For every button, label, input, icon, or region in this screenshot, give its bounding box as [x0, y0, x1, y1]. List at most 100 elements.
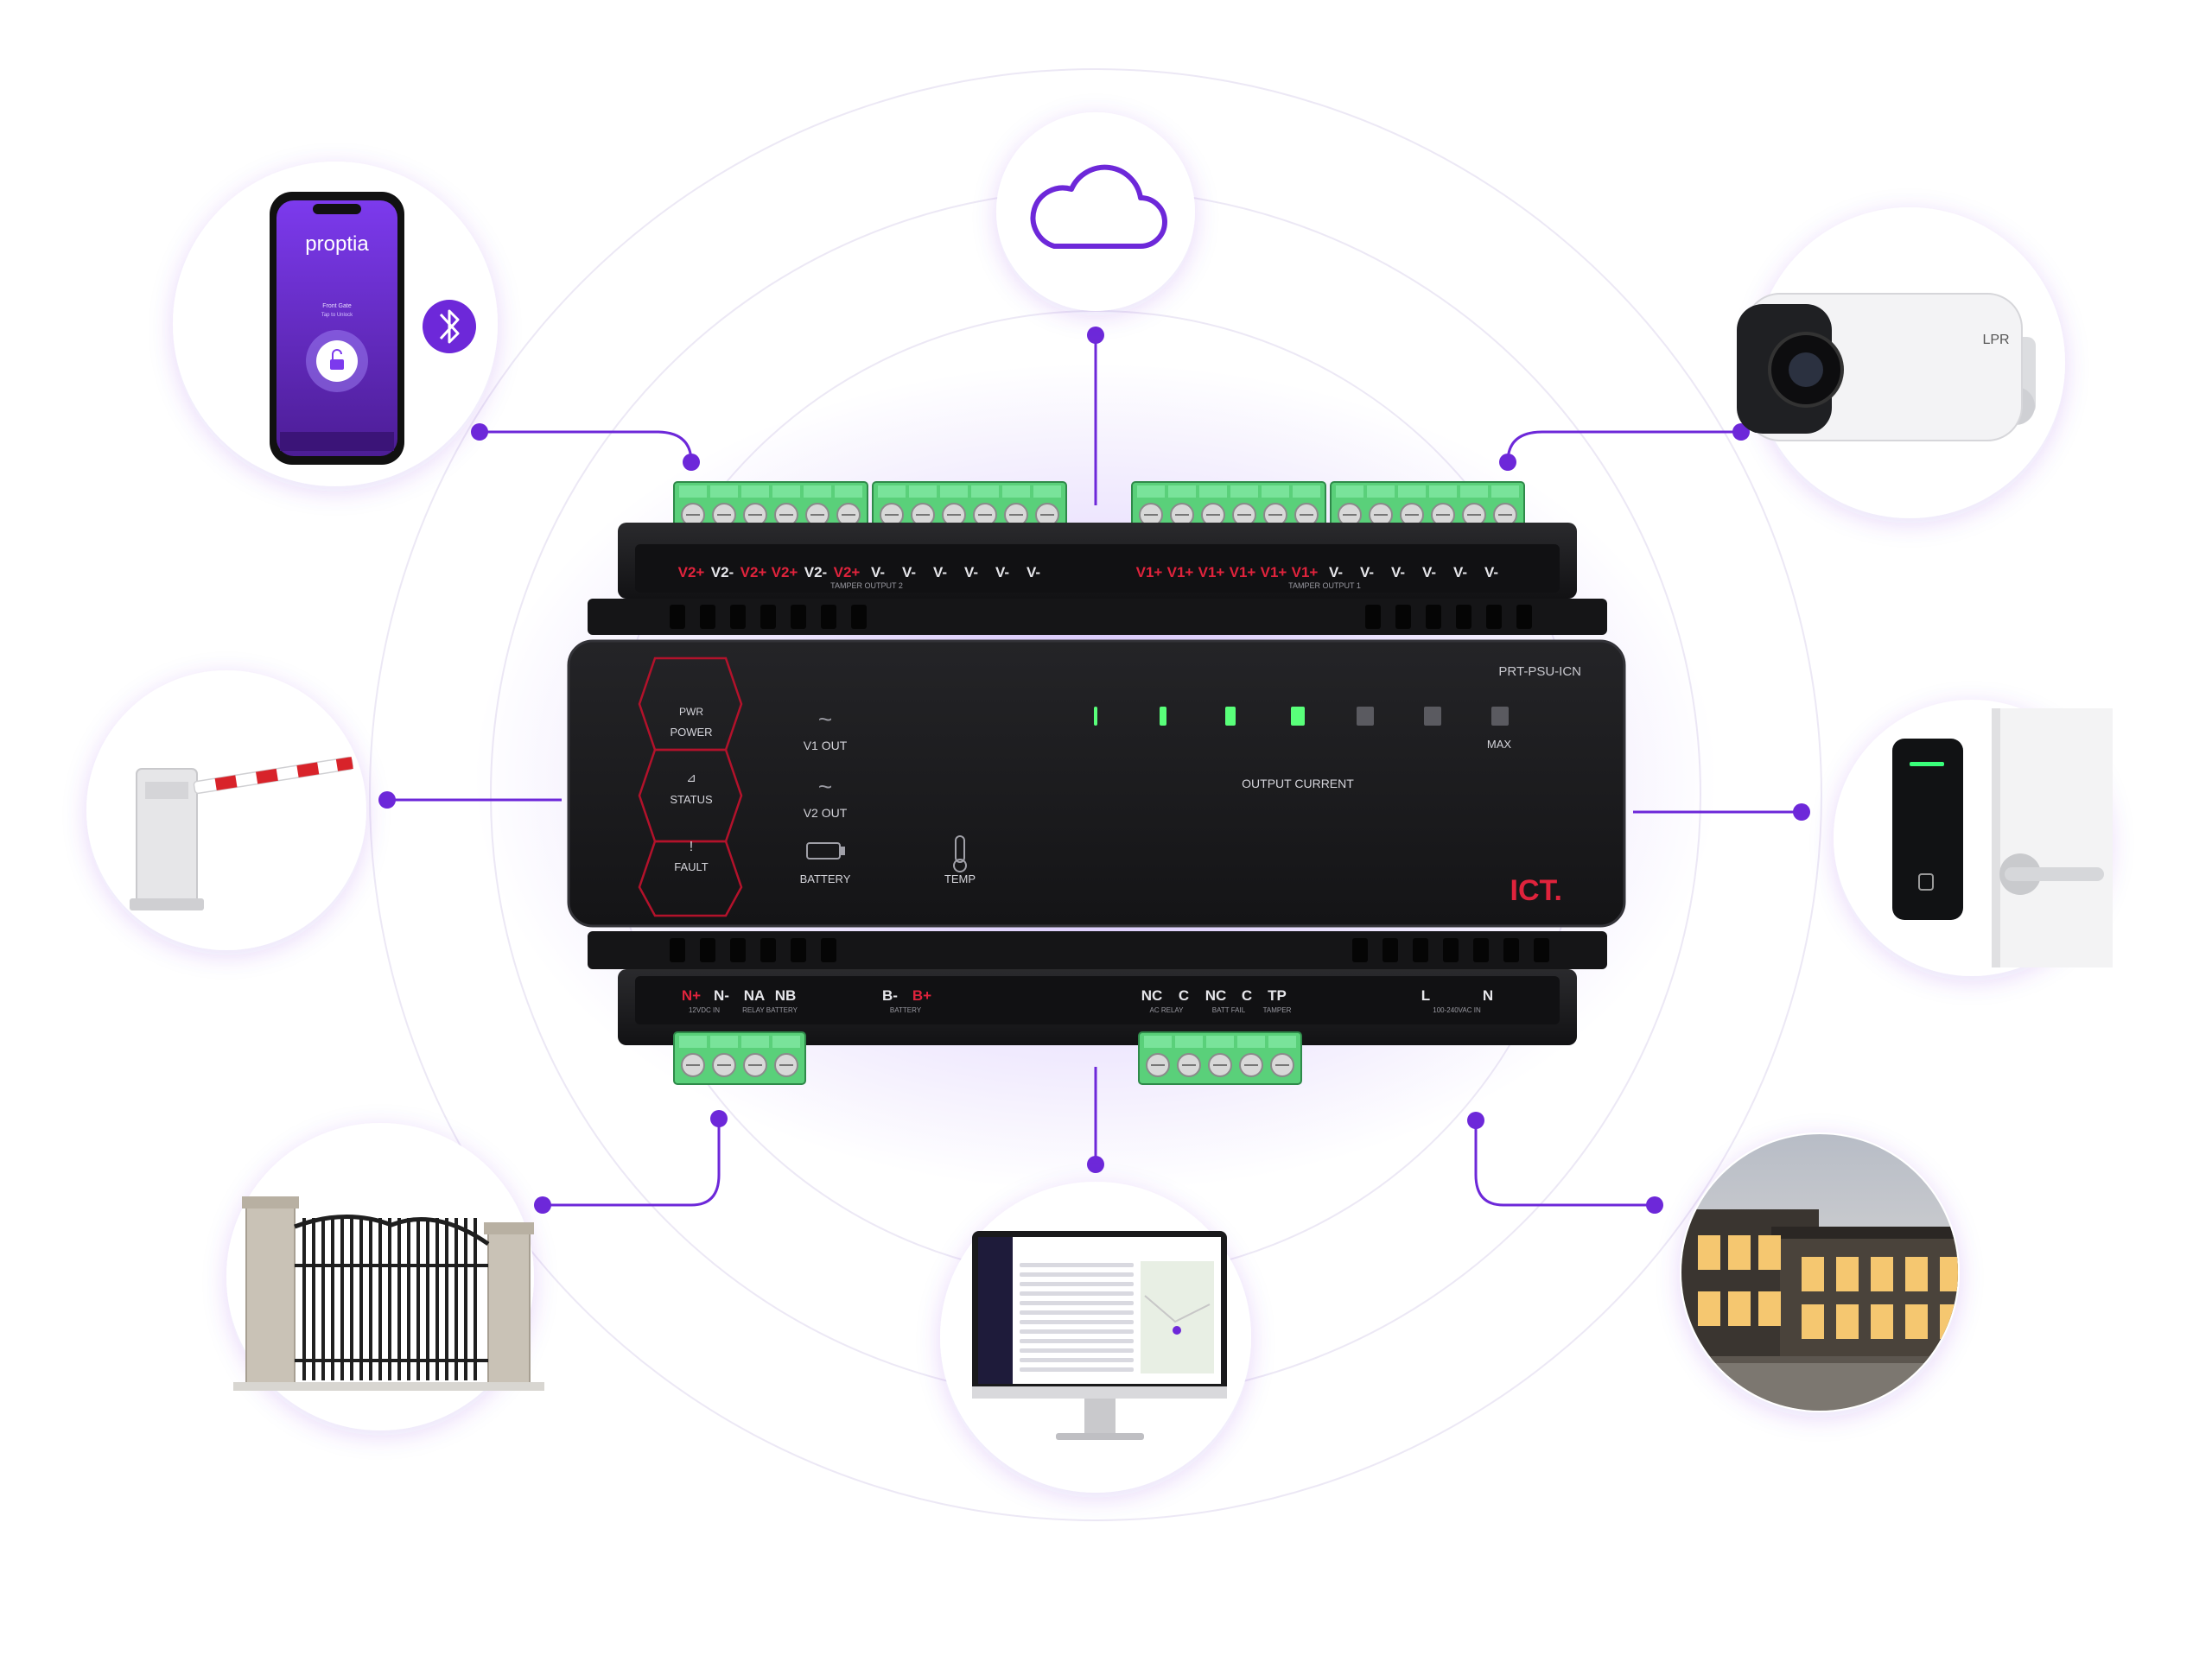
terminal-top-right-0: V1+ [1136, 564, 1163, 580]
smartphone-app-icon: proptia Front Gate Tap to Unlock [270, 192, 404, 465]
caption-ac-relay: AC RELAY [1150, 1006, 1185, 1014]
terminal-top-right-2: V1+ [1198, 564, 1225, 580]
boom-barrier-icon [130, 756, 353, 910]
current-led-1 [1094, 707, 1097, 726]
bottom-terminal-blocks [673, 1031, 1302, 1085]
terminal-c-2: C [1242, 987, 1252, 1004]
terminal-top-right-5: V1+ [1292, 564, 1319, 580]
current-led-5 [1357, 707, 1374, 726]
power-label: POWER [670, 726, 712, 739]
terminal-top-right-4: V1+ [1261, 564, 1287, 580]
battery-label: BATTERY [800, 872, 851, 885]
building-icon [1681, 1134, 1958, 1411]
caption-tamper: TAMPER [1263, 1006, 1292, 1014]
tamper-output-1-caption: TAMPER OUTPUT 1 [1288, 581, 1361, 590]
terminal-top-right-11: V- [1484, 564, 1498, 580]
caption-batt-fail: BATT FAIL [1212, 1006, 1246, 1014]
terminal-top-left-3: V2+ [772, 564, 798, 580]
terminal-n-minus: N- [714, 987, 729, 1004]
phone-door-hint: Tap to Unlock [321, 313, 353, 318]
terminal-nc-1: NC [1141, 987, 1163, 1004]
terminal-block-v2-minus [872, 481, 1067, 535]
v2-out-label: V2 OUT [804, 806, 848, 820]
tamper-output-2-caption: TAMPER OUTPUT 2 [830, 581, 903, 590]
caption-battery: BATTERY [890, 1006, 922, 1014]
terminal-top-left-9: V- [964, 564, 978, 580]
current-led-4 [1291, 707, 1305, 726]
hex-indicator-column [638, 657, 743, 917]
terminal-block-v1-minus [1330, 481, 1525, 535]
temp-label: TEMP [944, 872, 976, 885]
pwr-led-label: PWR [679, 706, 703, 718]
fault-icon: ! [690, 840, 693, 854]
terminal-top-left-10: V- [995, 564, 1009, 580]
bottom-vents [670, 938, 1549, 962]
terminal-n: N [1483, 987, 1493, 1004]
terminal-top-right-6: V- [1329, 564, 1343, 580]
current-led-2 [1160, 707, 1166, 726]
terminal-block-aux [673, 1031, 806, 1085]
current-led-7 [1491, 707, 1509, 726]
bottom-terminal-labels: N+ N- NA NB B- B+ NC C NC C TP L N [682, 987, 1493, 1004]
bottom-terminal-captions: 12VDC IN RELAY BATTERY BATTERY AC RELAY … [689, 1006, 1481, 1014]
terminal-top-left-6: V- [871, 564, 885, 580]
v2-out-icon: ~ [818, 773, 832, 800]
terminal-n-plus: N+ [682, 987, 701, 1004]
terminal-na: NA [744, 987, 766, 1004]
terminal-c-1: C [1179, 987, 1189, 1004]
terminal-tp: TP [1268, 987, 1287, 1004]
battery-icon [806, 842, 845, 860]
connector-dots [378, 327, 1810, 1214]
caption-relay-battery: RELAY BATTERY [742, 1006, 798, 1014]
terminal-top-right-9: V- [1422, 564, 1436, 580]
terminal-top-left-4: V2- [804, 564, 827, 580]
fault-label: FAULT [674, 860, 709, 873]
terminal-top-right-1: V1+ [1167, 564, 1194, 580]
node-cloud [996, 112, 1195, 311]
terminal-l: L [1421, 987, 1430, 1004]
terminal-top-left-5: V2+ [834, 564, 861, 580]
max-label: MAX [1487, 738, 1512, 751]
terminal-b-minus: B- [882, 987, 898, 1004]
caption-12vdc-in: 12VDC IN [689, 1006, 720, 1014]
lpr-camera-icon: LPR [1737, 293, 2036, 441]
status-icon: ⊿ [686, 771, 696, 784]
node-barrier [86, 670, 366, 950]
terminal-top-right-10: V- [1453, 564, 1467, 580]
top-vents [670, 605, 1532, 629]
terminal-top-right-8: V- [1391, 564, 1405, 580]
thermometer-icon [953, 835, 967, 872]
current-led-3 [1225, 707, 1236, 726]
v1-out-label: V1 OUT [804, 739, 848, 752]
bluetooth-icon [423, 300, 476, 353]
terminal-nb: NB [775, 987, 797, 1004]
phone-app-name: proptia [305, 232, 369, 256]
terminal-top-left-7: V- [902, 564, 916, 580]
cloud-icon [1030, 164, 1167, 249]
terminal-top-left-2: V2+ [741, 564, 767, 580]
terminal-block-v2-plus [673, 481, 868, 535]
terminal-block-relay [1138, 1031, 1302, 1085]
output-current-label: OUTPUT CURRENT [1242, 777, 1354, 790]
terminal-top-right-7: V- [1360, 564, 1374, 580]
power-supply-device: V2+V2-V2+V2+V2-V2+V-V-V-V-V-V-V1+V1+V1+V… [567, 481, 1626, 1085]
brand-logo: ICT. [1510, 874, 1562, 907]
terminal-nc-2: NC [1205, 987, 1227, 1004]
terminal-top-left-11: V- [1027, 564, 1040, 580]
top-terminal-labels: V2+V2-V2+V2+V2-V2+V-V-V-V-V-V-V1+V1+V1+V… [678, 564, 1498, 580]
caption-ac-in: 100-240VAC IN [1433, 1006, 1481, 1014]
output-current-bar [1094, 707, 1509, 726]
phone-door-name: Front Gate [322, 303, 352, 309]
terminal-top-left-8: V- [933, 564, 947, 580]
model-number: PRT-PSU-ICN [1498, 664, 1581, 679]
monitor-icon [972, 1231, 1227, 1440]
card-reader-icon [1892, 708, 2113, 967]
gate-icon [233, 1196, 544, 1391]
camera-label: LPR [1982, 333, 2009, 347]
current-led-6 [1424, 707, 1441, 726]
terminal-top-left-0: V2+ [678, 564, 705, 580]
terminal-top-left-1: V2- [711, 564, 734, 580]
terminal-b-plus: B+ [912, 987, 931, 1004]
